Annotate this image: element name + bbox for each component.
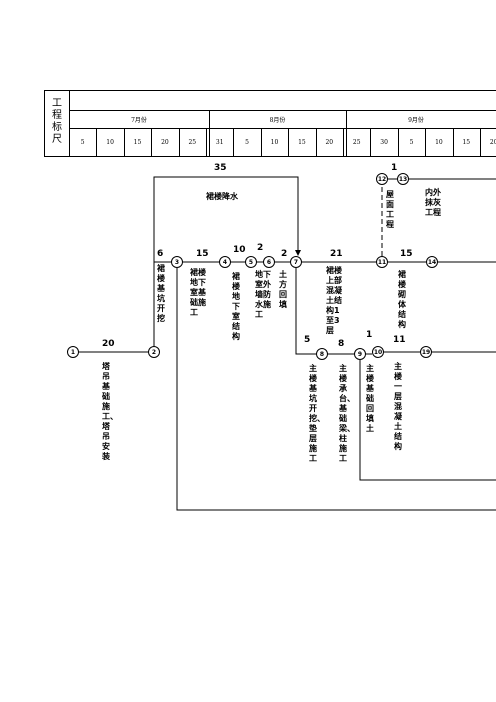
day-cell: 20 [325, 138, 334, 146]
day-divider [480, 128, 481, 156]
task-main-floor1: 主楼一层混凝土结构 [394, 362, 402, 451]
day-divider [343, 128, 344, 156]
task-pit-excavation: 裙楼基坑开挖 [157, 264, 165, 323]
task-crane: 塔吊基础施工、塔吊安装 [102, 362, 118, 461]
day-divider [453, 128, 454, 156]
task-earth-backfill: 土方回填 [279, 270, 287, 309]
duration-8-9: 8 [338, 339, 345, 349]
task-main-cap: 主楼承台、基础梁、柱施工 [339, 364, 355, 463]
day-cell: 20 [161, 138, 169, 146]
day-cell: 15 [298, 138, 306, 146]
duration-10-19: 11 [393, 335, 406, 345]
duration-4-5: 10 [233, 245, 246, 255]
task-dewatering: 裙楼降水 [206, 192, 238, 201]
day-divider [233, 128, 234, 156]
task-upper-concrete: 裙楼上部混凝土结构1至3层 [326, 266, 342, 335]
day-divider [124, 128, 125, 156]
day-cell: 5 [409, 138, 414, 146]
day-cell: 10 [435, 138, 443, 146]
day-divider [261, 128, 262, 156]
task-basement-waterproof: 地下室外墙防水施工 [255, 270, 271, 319]
day-divider [370, 128, 371, 156]
day-cell: 5 [245, 138, 249, 146]
node-10[interactable]: 10 [372, 346, 384, 358]
duration-9-10: 1 [366, 330, 373, 340]
task-main-pit: 主楼基坑开挖、垫层施工 [309, 364, 325, 463]
arrow-3-bottom [176, 268, 496, 511]
day-cell: 5 [80, 138, 85, 146]
node-1[interactable]: 1 [67, 346, 79, 358]
day-cell: 31 [215, 138, 224, 146]
node-14[interactable]: 14 [426, 256, 438, 268]
node-6[interactable]: 6 [263, 256, 275, 268]
day-divider [206, 128, 207, 156]
task-basement-foundation: 裙楼地下室基础施工 [190, 268, 206, 317]
month-august: 8月份 [269, 116, 286, 124]
task-main-backfill: 主楼基础回填土 [366, 364, 374, 433]
node-11[interactable]: 11 [376, 256, 388, 268]
day-cell: 10 [106, 138, 114, 146]
day-divider [398, 128, 399, 156]
arrow-7-8 [295, 268, 316, 355]
node-8[interactable]: 8 [316, 348, 328, 360]
month-july: 7月份 [131, 116, 147, 124]
day-cell: 25 [188, 138, 197, 146]
duration-2-3: 6 [157, 249, 164, 259]
duration-1-2: 20 [102, 339, 115, 349]
node-7[interactable]: 7 [290, 256, 302, 268]
day-cell: 20 [489, 138, 496, 146]
day-divider [96, 128, 97, 156]
node-13[interactable]: 13 [397, 173, 409, 185]
duration-6-7: 2 [281, 249, 288, 259]
task-roof: 屋面工程 [386, 190, 394, 229]
arrow-9-bottom [359, 360, 496, 481]
node-5[interactable]: 5 [245, 256, 257, 268]
duration-12-13: 1 [391, 163, 398, 173]
day-cell: 30 [380, 138, 388, 146]
duration-5-6: 2 [257, 243, 264, 253]
node-12[interactable]: 12 [376, 173, 388, 185]
day-cell: 10 [270, 138, 279, 146]
day-divider [288, 128, 289, 156]
day-cell: 25 [352, 138, 361, 146]
ruler-label: 工程标尺 [52, 98, 62, 145]
node-3[interactable]: 3 [171, 256, 183, 268]
node-19[interactable]: 19 [420, 346, 432, 358]
task-interior-plaster: 内外抹灰工程 [425, 188, 441, 217]
day-divider [151, 128, 152, 156]
month-september: 9月份 [408, 116, 424, 124]
task-basement-structure: 裙楼地下室结构 [232, 272, 240, 341]
day-divider [179, 128, 180, 156]
day-divider [316, 128, 317, 156]
day-cell: 15 [133, 138, 142, 146]
node-2[interactable]: 2 [148, 346, 160, 358]
task-masonry: 裙楼砌体结构 [398, 270, 406, 329]
node-4[interactable]: 4 [219, 256, 231, 268]
duration-dewatering: 35 [214, 163, 227, 173]
day-cell: 15 [462, 138, 471, 146]
duration-7-8: 5 [304, 335, 311, 345]
arrow-dewatering [153, 176, 301, 262]
day-divider [425, 128, 426, 156]
node-9[interactable]: 9 [354, 348, 366, 360]
duration-3-4: 15 [196, 249, 209, 259]
duration-7-11: 21 [330, 249, 343, 259]
duration-11-14: 15 [400, 249, 413, 259]
